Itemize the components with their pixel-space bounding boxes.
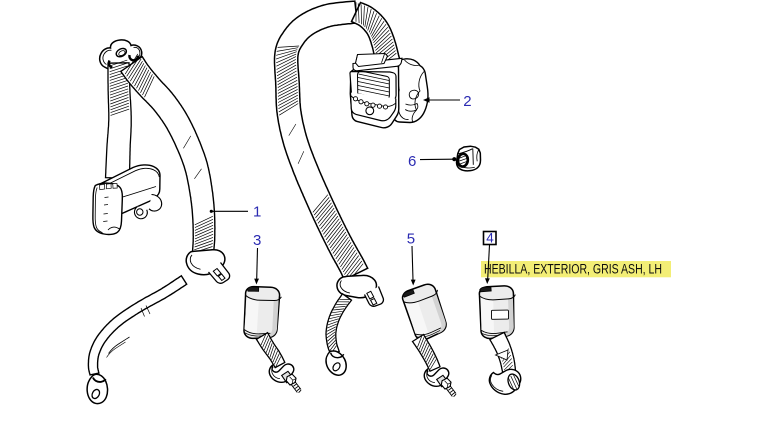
svg-text:1: 1 bbox=[253, 204, 261, 221]
svg-text:4: 4 bbox=[486, 231, 494, 246]
svg-text:2: 2 bbox=[463, 93, 471, 110]
svg-text:5: 5 bbox=[407, 231, 415, 248]
svg-text:6: 6 bbox=[408, 153, 416, 170]
svg-text:3: 3 bbox=[253, 232, 261, 249]
svg-text:HEBILLA, EXTERIOR, GRIS ASH, L: HEBILLA, EXTERIOR, GRIS ASH, LH bbox=[484, 262, 662, 278]
